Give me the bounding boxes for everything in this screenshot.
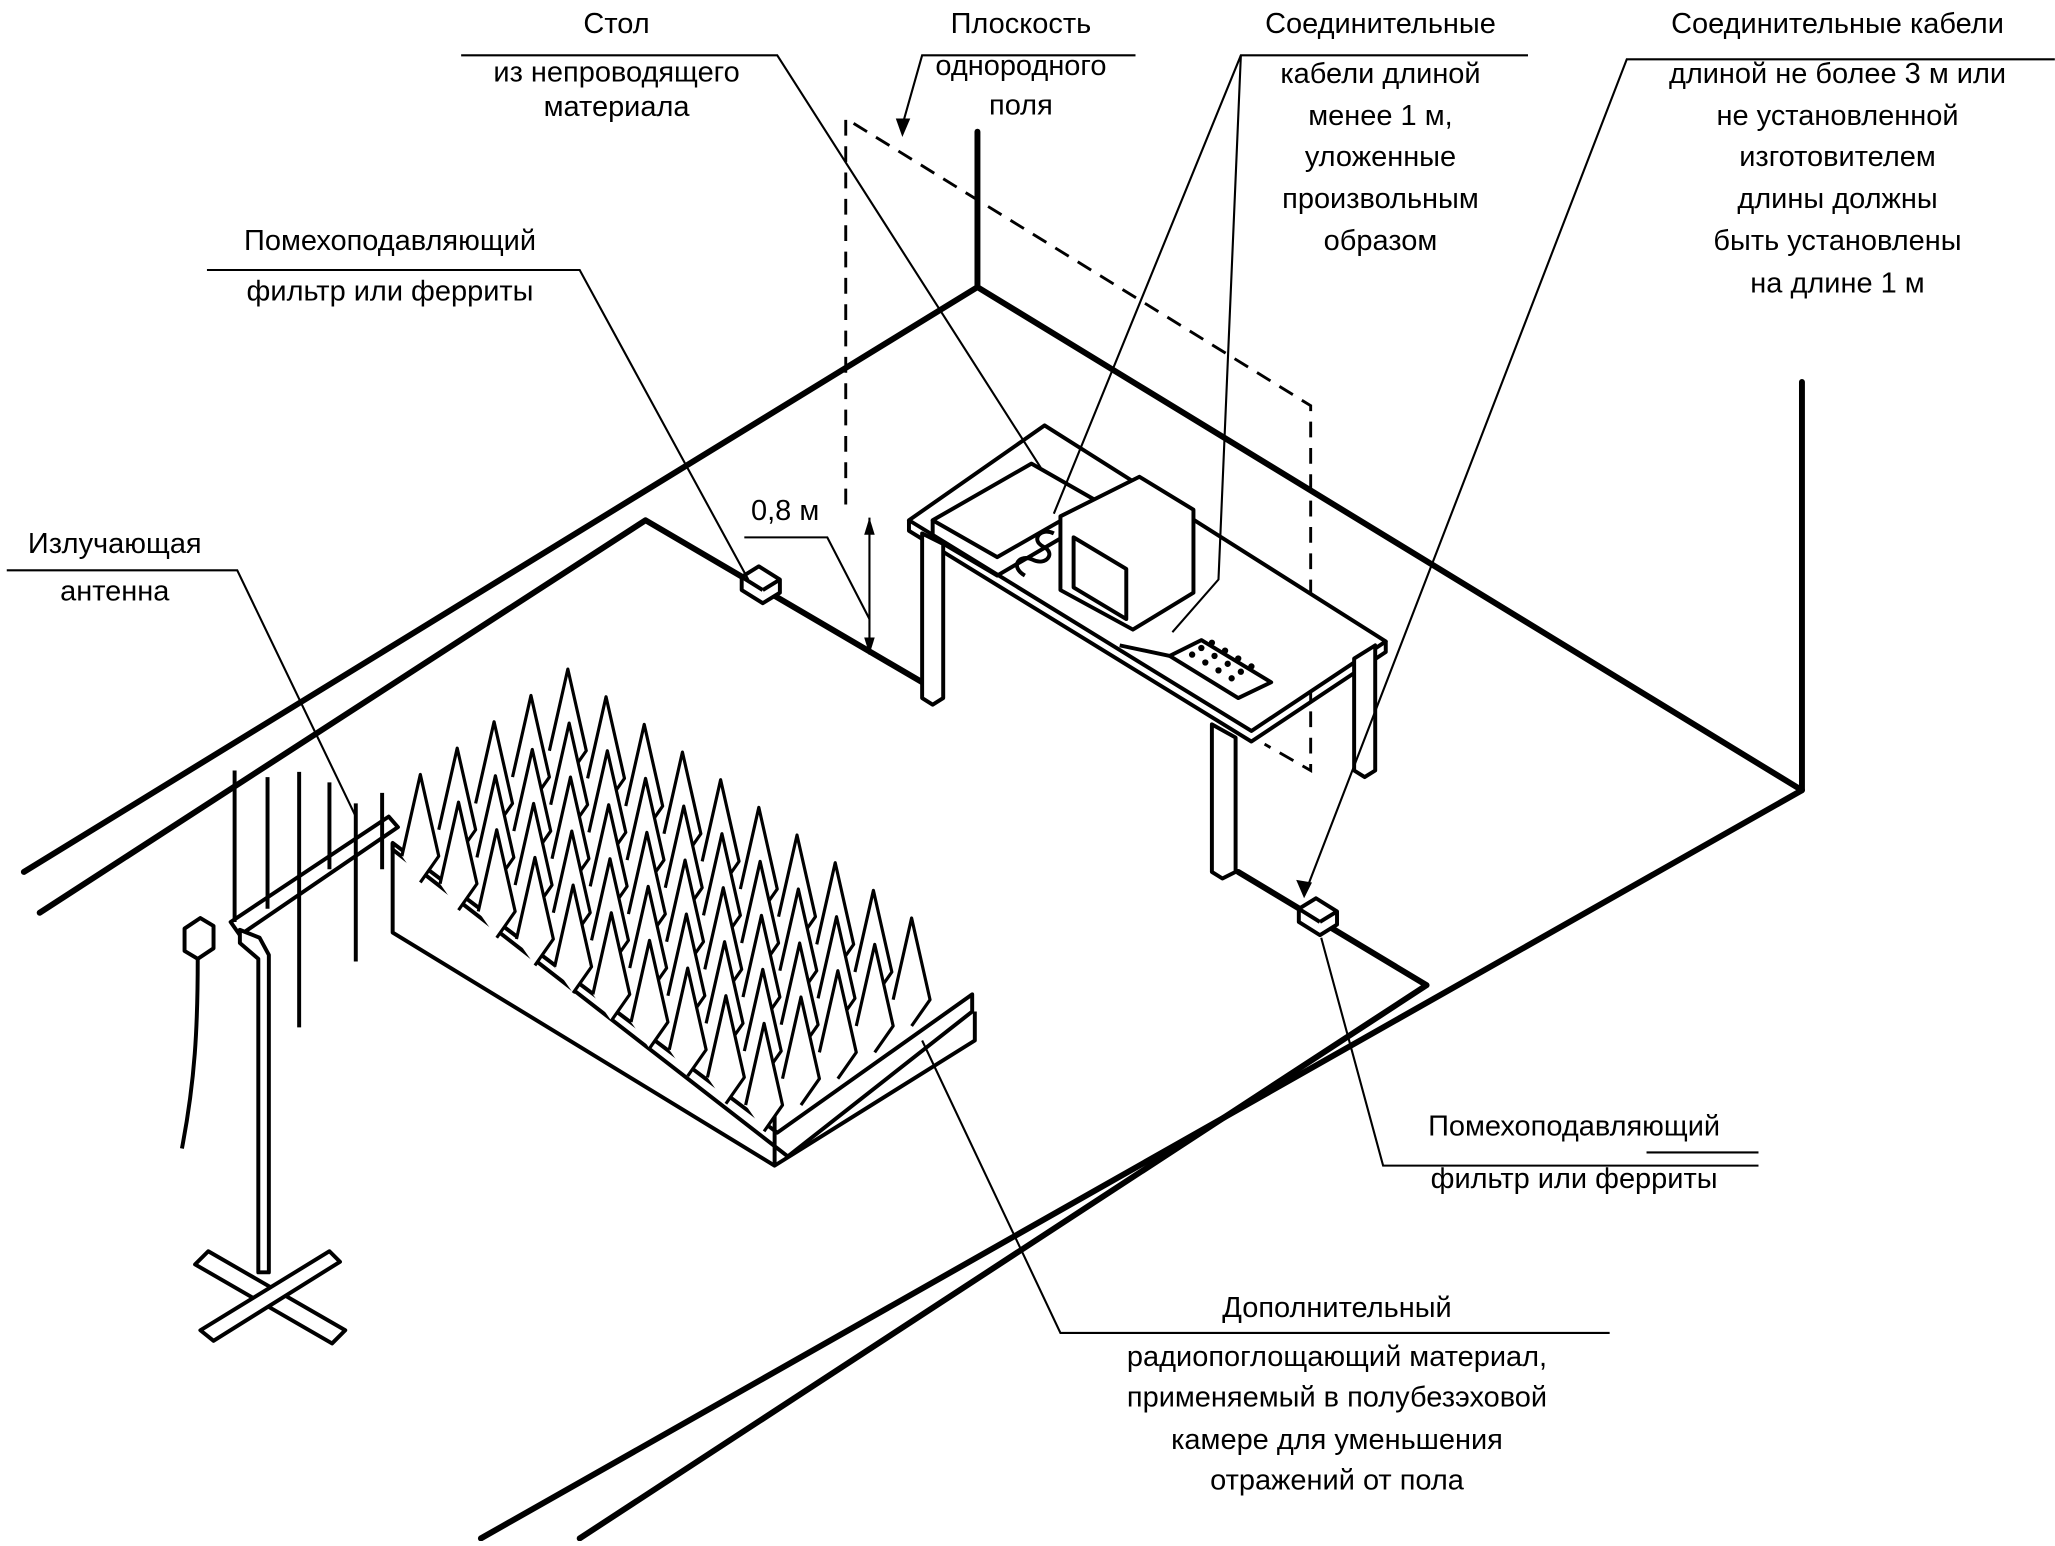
floor-strip-inner-left	[36, 517, 941, 916]
svg-text:0,8 м: 0,8 м	[751, 495, 819, 527]
antenna-cable	[179, 958, 200, 1149]
leader-filter-bottom	[1320, 937, 1759, 1167]
table-top-front-edge	[906, 520, 1388, 744]
leader-lines	[6, 54, 2055, 1334]
wall-floor-edge-left	[20, 284, 1805, 875]
monitor-body	[1058, 474, 1196, 632]
uniform-field-plane	[844, 115, 1313, 773]
ferrite-filter-top	[739, 564, 782, 606]
ferrite-filter-bottom	[1296, 896, 1339, 938]
label-filter-bottom: Помехоподавляющий фильтр или ферриты	[1428, 1110, 1720, 1195]
absorber-pyramid	[514, 855, 555, 967]
label-filter-top: Помехоподавляющий фильтр или ферриты	[244, 225, 536, 307]
svg-text:поля: поля	[989, 90, 1053, 122]
svg-text:кабели длиной: кабели длиной	[1280, 58, 1480, 90]
height-arrow-up-icon	[864, 517, 875, 535]
svg-text:изготовителем: изготовителем	[1739, 141, 1936, 173]
svg-text:на длине 1 м: на длине 1 м	[1750, 267, 1924, 299]
svg-text:Стол: Стол	[583, 8, 649, 40]
table-leg-front-left	[920, 531, 946, 707]
absorber-pyramid	[438, 800, 479, 912]
absorber-material	[390, 667, 977, 1168]
table-leg-front-right	[1209, 722, 1238, 881]
absorber-pyramid	[891, 916, 932, 1027]
svg-text:однородного: однородного	[935, 50, 1106, 82]
svg-text:Плоскость: Плоскость	[951, 8, 1092, 40]
absorber-pyramid	[476, 828, 517, 939]
absorber-pyramid	[744, 1021, 785, 1133]
leader-absorber	[921, 1040, 1610, 1334]
leader-filter-top	[206, 268, 750, 581]
svg-text:радиопоглощающий материал,: радиопоглощающий материал,	[1127, 1341, 1547, 1373]
svg-text:Соединительные: Соединительные	[1265, 8, 1496, 40]
svg-text:длины должны: длины должны	[1737, 183, 1937, 215]
label-absorber: Дополнительный радиопоглощающий материал…	[1127, 1292, 1547, 1497]
svg-text:образом: образом	[1324, 225, 1438, 257]
svg-text:камере для уменьшения: камере для уменьшения	[1171, 1424, 1503, 1456]
transmitting-antenna	[179, 770, 400, 1346]
labels: Стол из непроводящего материала Плоскост…	[28, 8, 2006, 1497]
svg-text:Помехоподавляющий: Помехоподавляющий	[1428, 1110, 1720, 1142]
absorber-pyramid	[705, 994, 746, 1105]
table-leg-back-right	[1352, 643, 1378, 780]
floor-strip-right-outer	[477, 787, 1805, 1542]
absorber-pyramid	[629, 938, 670, 1050]
svg-text:уложенные: уложенные	[1305, 141, 1456, 173]
leader-long-cables	[1303, 58, 2055, 897]
svg-text:быть установлены: быть установлены	[1713, 225, 1961, 257]
svg-text:применяемый в полубезэховой: применяемый в полубезэховой	[1127, 1382, 1547, 1414]
absorber-pyramid	[591, 911, 632, 1022]
keyboard-cable	[1119, 643, 1171, 658]
svg-text:фильтр или ферриты: фильтр или ферриты	[1431, 1163, 1718, 1195]
svg-text:антенна: антенна	[60, 576, 170, 608]
leader-short-cables	[1052, 54, 1528, 515]
absorber-pyramid	[667, 966, 708, 1077]
label-height: 0,8 м	[751, 495, 819, 527]
svg-text:произвольным: произвольным	[1282, 183, 1479, 215]
leader-table	[461, 54, 1042, 469]
keyboard-keys	[1188, 639, 1255, 682]
antenna-mast	[237, 927, 271, 1275]
label-antenna: Излучающая антенна	[28, 528, 202, 607]
antenna-stand-base	[193, 1249, 348, 1346]
label-table: Стол из непроводящего материала	[493, 8, 739, 123]
absorber-pyramid	[780, 995, 821, 1106]
svg-text:не установленной: не установленной	[1717, 100, 1959, 132]
field-plane-outline	[844, 115, 1313, 773]
label-long-cables: Соединительные кабели длиной не более 3 …	[1669, 8, 2006, 299]
svg-text:фильтр или ферриты: фильтр или ферриты	[247, 275, 534, 307]
svg-text:Дополнительный: Дополнительный	[1222, 1292, 1451, 1324]
chamber-room	[20, 128, 1805, 1542]
leader-height	[744, 536, 871, 620]
svg-text:Соединительные кабели: Соединительные кабели	[1671, 8, 2004, 40]
monitor-cable-coil	[1015, 529, 1055, 578]
leader-short-cables-2	[1171, 55, 1242, 633]
absorber-pyramid	[854, 942, 895, 1054]
height-arrow-down-icon	[864, 637, 875, 655]
monitor-screen	[1071, 535, 1129, 622]
label-field-plane: Плоскость однородного поля	[935, 8, 1106, 122]
absorber-pyramid	[400, 772, 441, 884]
svg-text:длиной не более 3 м или: длиной не более 3 м или	[1669, 58, 2006, 90]
leader-antenna	[6, 569, 357, 818]
absorber-pyramid	[817, 969, 858, 1080]
svg-text:Помехоподавляющий: Помехоподавляющий	[244, 225, 536, 257]
equipment-under-test	[930, 461, 1274, 701]
antenna-boom	[228, 814, 400, 938]
absorber-spikes	[400, 667, 932, 1133]
svg-text:материала: материала	[544, 91, 691, 123]
label-short-cables: Соединительные кабели длиной менее 1 м, …	[1265, 8, 1496, 257]
svg-text:Излучающая: Излучающая	[28, 528, 202, 560]
absorber-pyramid	[553, 883, 594, 994]
antenna-connector	[182, 916, 216, 961]
leader-field-plane	[901, 54, 1136, 126]
svg-text:из непроводящего: из непроводящего	[493, 57, 739, 89]
svg-text:отражений от пола: отражений от пола	[1210, 1465, 1465, 1497]
svg-text:менее 1 м,: менее 1 м,	[1308, 100, 1452, 132]
